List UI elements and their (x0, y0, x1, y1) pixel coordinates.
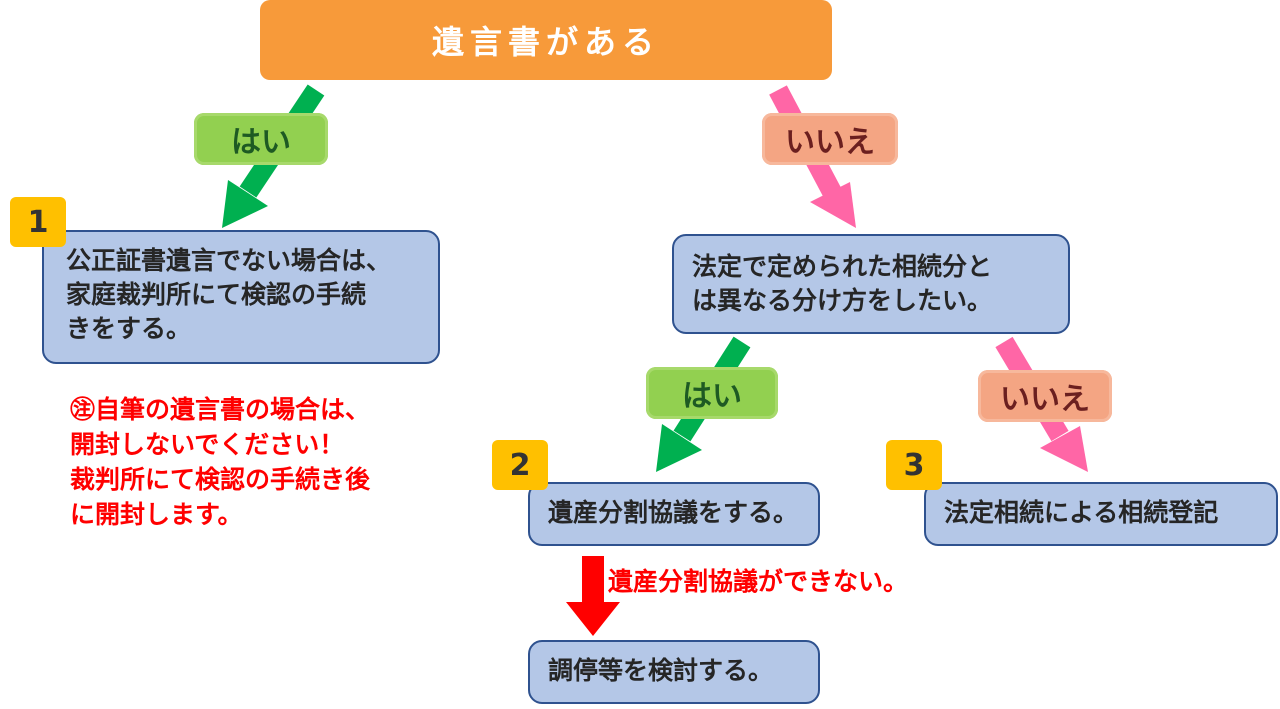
note-line-2: 開封しないでください！ (70, 430, 345, 459)
no-label-2-text: いいえ (1000, 382, 1090, 417)
step2-number: 2 (509, 447, 531, 483)
no-label-1-text: いいえ (785, 125, 875, 160)
note-line-1: ㊟自筆の遺言書の場合は、 (70, 395, 371, 424)
step4-text: 調停等を検討する。 (548, 656, 774, 685)
no-label-2: いいえ (978, 370, 1112, 422)
yes-label-2-text: はい (682, 379, 742, 414)
note-line-4: に開封します。 (70, 500, 243, 529)
step2-text: 遺産分割協議をする。 (548, 498, 799, 527)
caution-note: ㊟自筆の遺言書の場合は、 開封しないでください！ 裁判所にて検認の手続き後 に開… (70, 392, 430, 532)
arrow-fail (566, 556, 620, 636)
top-question-text: 遺言書がある (431, 23, 660, 61)
question2-box: 法定で定められた相続分と は異なる分け方をしたい。 (672, 234, 1070, 334)
step4-box: 調停等を検討する。 (528, 640, 820, 704)
fail-label: 遺産分割協議ができない。 (608, 567, 909, 596)
note-line-3: 裁判所にて検認の手続き後 (70, 465, 371, 494)
yes-label-1: はい (194, 113, 328, 165)
step2-badge: 2 (492, 440, 548, 490)
step1-box: 公正証書遺言でない場合は、 家庭裁判所にて検認の手続 きをする。 (42, 230, 440, 364)
step1-line-3: きをする。 (66, 314, 192, 343)
step1-badge: 1 (10, 197, 66, 247)
step1-line-1: 公正証書遺言でない場合は、 (66, 246, 392, 275)
step3-badge: 3 (886, 440, 942, 490)
question2-line-1: 法定で定められた相続分と (692, 252, 993, 281)
step3-text: 法定相続による相続登記 (944, 498, 1219, 527)
question2-line-2: は異なる分け方をしたい。 (692, 286, 993, 315)
top-question: 遺言書がある (260, 0, 832, 80)
step3-number: 3 (903, 447, 925, 483)
step3-box: 法定相続による相続登記 (924, 482, 1278, 546)
no-label-1: いいえ (762, 113, 898, 165)
yes-label-1-text: はい (231, 125, 291, 160)
step1-line-2: 家庭裁判所にて検認の手続 (66, 280, 367, 309)
yes-label-2: はい (646, 367, 778, 419)
step2-box: 遺産分割協議をする。 (528, 482, 820, 546)
step1-number: 1 (27, 204, 49, 240)
